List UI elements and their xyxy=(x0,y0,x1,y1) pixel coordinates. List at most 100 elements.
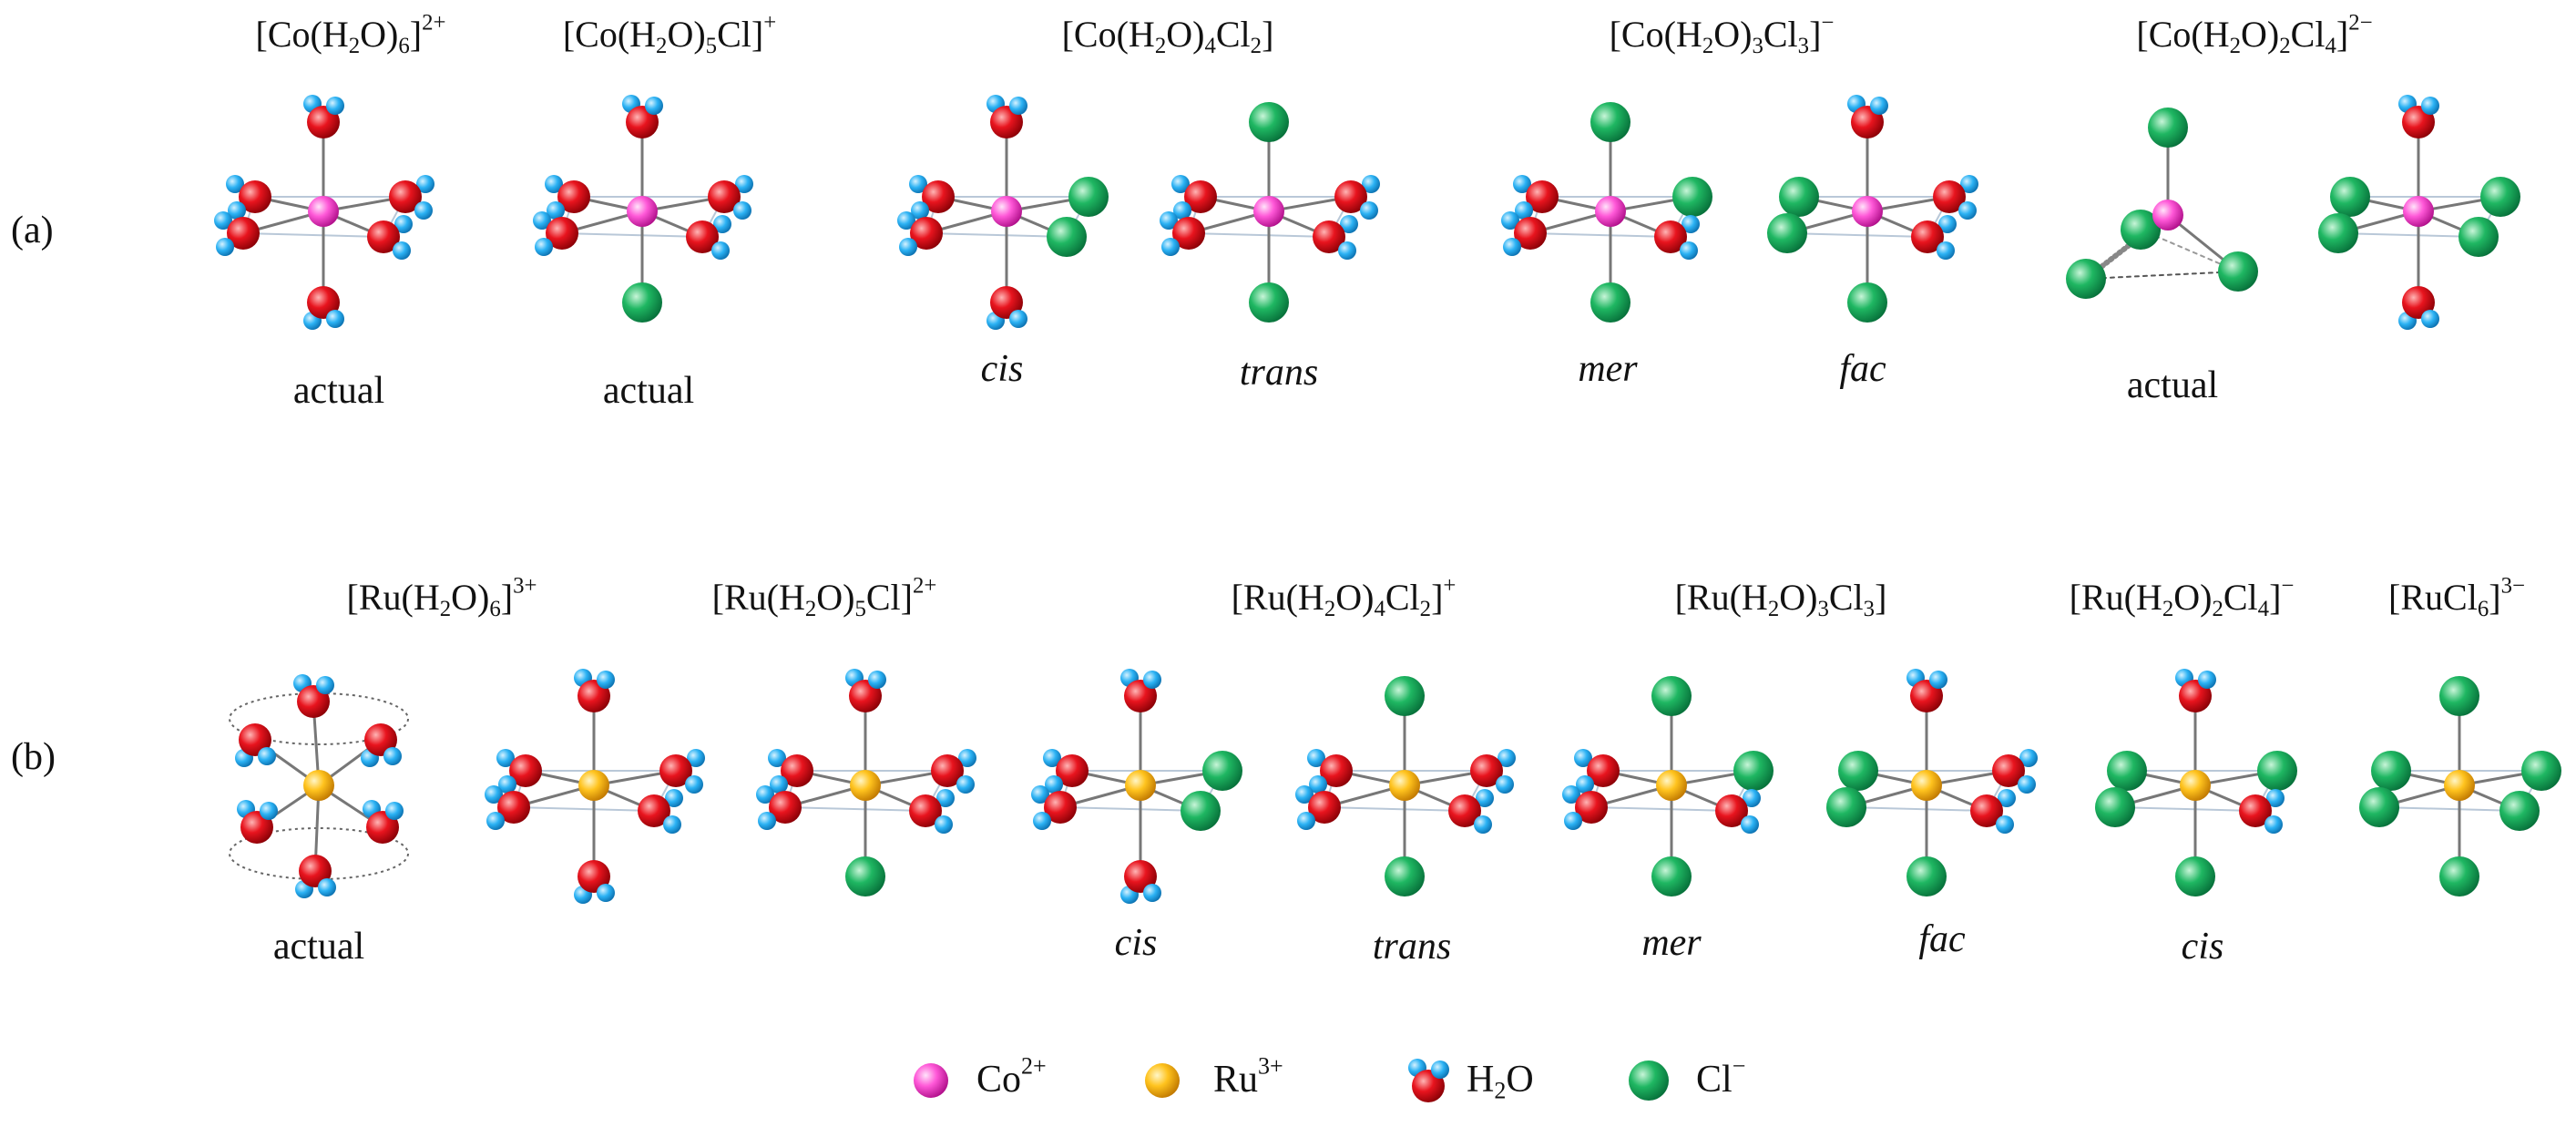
hydrogen-atom xyxy=(665,789,683,807)
hydrogen-atom xyxy=(1870,97,1888,115)
formula-ru-h2o2cl4: [Ru(H2O)2Cl4]− xyxy=(2069,573,2295,621)
oxygen-atom xyxy=(1911,220,1944,253)
water-molecule xyxy=(1448,789,1494,834)
co-ion xyxy=(2152,200,2183,231)
hydrogen-atom xyxy=(958,749,976,767)
water-molecule xyxy=(1970,789,2016,834)
hydrogen-atom xyxy=(228,201,246,220)
ru-ion xyxy=(850,770,881,801)
hydrogen-atom xyxy=(1297,812,1315,830)
water-molecule xyxy=(237,800,278,844)
water-molecule xyxy=(897,211,943,256)
oxygen-atom xyxy=(931,754,964,787)
chloride-ion xyxy=(2480,177,2520,217)
oxygen-atom xyxy=(227,217,260,250)
co-ion xyxy=(627,196,658,227)
chloride-ion xyxy=(1847,282,1887,323)
hydrogen-atom xyxy=(597,671,615,689)
water-molecule xyxy=(303,286,344,330)
bond-line xyxy=(2378,806,2520,812)
chloride-ion xyxy=(2330,177,2370,217)
hydrogen-atom xyxy=(1161,238,1180,256)
molecule-ru-h2o2cl4-cis xyxy=(2095,669,2297,896)
chloride-ion xyxy=(845,856,885,896)
water-molecule xyxy=(485,785,530,830)
hydrogen-atom xyxy=(1309,775,1327,794)
hydrogen-atom xyxy=(1143,884,1161,902)
chloride-ion xyxy=(1385,856,1425,896)
chloride-ion xyxy=(2095,787,2135,827)
bond-line xyxy=(784,806,926,812)
hydrogen-atom xyxy=(735,175,753,193)
oxygen-atom xyxy=(1470,754,1503,787)
hydrogen-atom xyxy=(1431,1060,1449,1079)
oxygen-atom xyxy=(497,791,530,824)
bond-line xyxy=(1529,232,1671,238)
chloride-ion xyxy=(2066,259,2106,299)
oxygen-atom xyxy=(1320,754,1353,787)
ru-ion xyxy=(2180,770,2211,801)
hydrogen-atom xyxy=(1682,215,1700,233)
ru-ion xyxy=(303,770,334,801)
oxygen-atom xyxy=(769,791,802,824)
oxygen-atom xyxy=(909,794,942,827)
water-molecule xyxy=(1031,785,1077,830)
hydrogen-atom xyxy=(2019,749,2038,767)
water-molecule xyxy=(686,215,731,260)
hydrogen-atom xyxy=(1960,175,1978,193)
bond-line xyxy=(1590,806,1733,812)
hydrogen-atom xyxy=(216,238,234,256)
ru-ion xyxy=(2444,770,2475,801)
hydrogen-atom xyxy=(1562,785,1580,804)
chloride-ion xyxy=(2371,751,2411,791)
hydrogen-atom xyxy=(1295,785,1314,804)
chloride-ion xyxy=(1651,856,1692,896)
molecule-rucl6 xyxy=(2359,676,2561,896)
hydrogen-atom xyxy=(685,775,703,794)
hydrogen-atom xyxy=(1307,749,1325,767)
hydrogen-atom xyxy=(1741,815,1759,834)
co-ion xyxy=(2403,196,2434,227)
water-molecule xyxy=(1334,175,1380,220)
chloride-ion xyxy=(1906,856,1947,896)
hydrogen-atom xyxy=(1564,812,1582,830)
water-molecule xyxy=(533,211,578,256)
hydrogen-atom xyxy=(1937,241,1955,260)
hydrogen-atom xyxy=(756,785,774,804)
ru-ion xyxy=(1125,770,1156,801)
hydrogen-atom xyxy=(1045,775,1063,794)
hydrogen-atom xyxy=(909,175,927,193)
caption-co-h2o5cl: actual xyxy=(602,370,695,412)
water-molecule xyxy=(389,175,434,220)
oxygen-atom xyxy=(922,180,955,213)
oxygen-atom xyxy=(708,180,741,213)
bond-line xyxy=(561,232,703,238)
molecule-ru-h2o3cl3-mer xyxy=(1562,676,1774,896)
oxygen-atom xyxy=(781,754,813,787)
co-ion xyxy=(1852,196,1883,227)
hydrogen-atom xyxy=(226,175,244,193)
water-molecule xyxy=(1513,175,1559,220)
oxygen-atom xyxy=(546,217,578,250)
hydrogen-atom xyxy=(770,775,788,794)
chloride-ion xyxy=(1767,213,1807,253)
chloride-ion xyxy=(1733,751,1774,791)
oxygen-atom xyxy=(1575,791,1608,824)
oxygen-atom xyxy=(367,220,400,253)
hydrogen-atom xyxy=(1009,97,1027,115)
hydrogen-atom xyxy=(1574,749,1592,767)
water-molecule xyxy=(1043,749,1089,794)
water-molecule xyxy=(1715,789,1761,834)
formula-ru-h2o5cl: [Ru(H2O)5Cl]2+ xyxy=(711,573,937,621)
oxygen-atom xyxy=(1184,180,1217,213)
water-molecule xyxy=(986,286,1027,330)
hydrogen-atom xyxy=(1498,749,1516,767)
water-molecule xyxy=(1992,749,2038,794)
chloride-ion xyxy=(1672,177,1712,217)
hydrogen-atom xyxy=(1503,238,1521,256)
water-molecule xyxy=(708,175,753,220)
hydrogen-atom xyxy=(935,815,953,834)
water-molecule xyxy=(1654,215,1700,260)
